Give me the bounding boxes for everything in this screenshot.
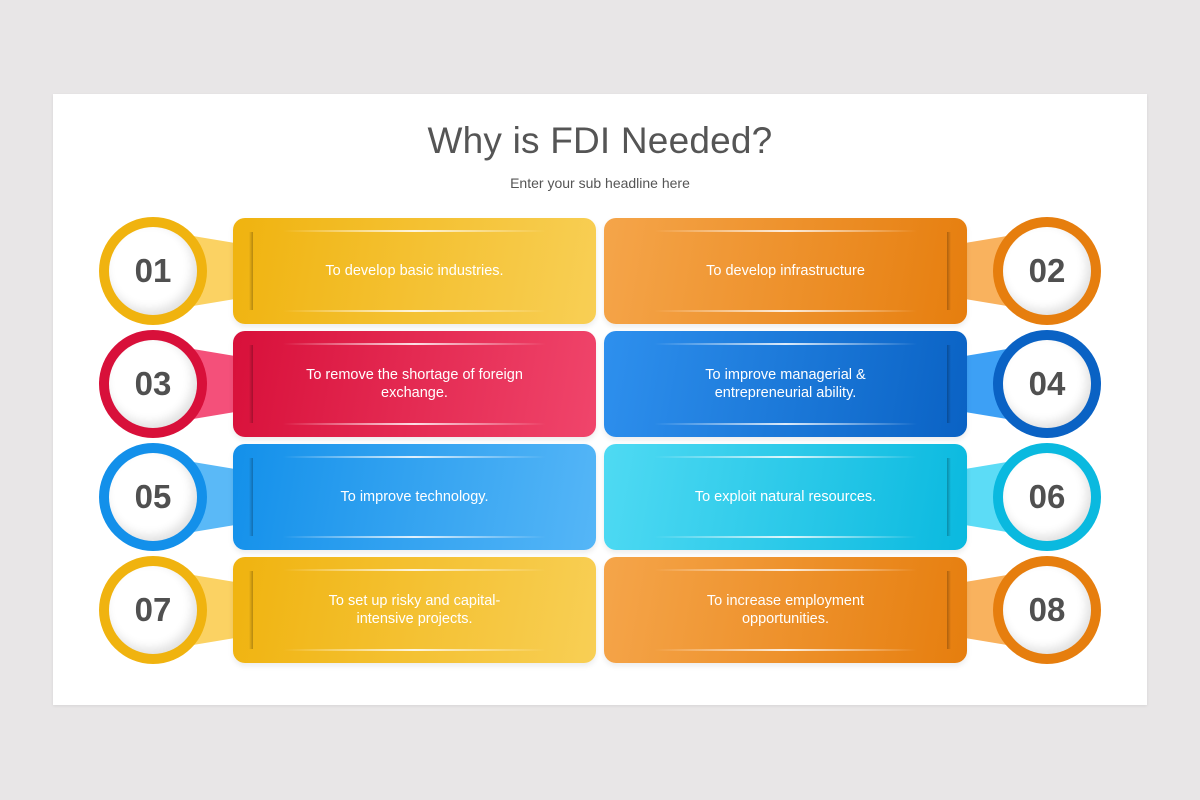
- highlight-line: [283, 569, 546, 571]
- number-label: 06: [1003, 453, 1091, 541]
- reason-item-07: To set up risky and capital-intensive pr…: [53, 556, 1147, 664]
- highlight-line: [654, 536, 917, 538]
- reason-item-06: To exploit natural resources. 06: [53, 443, 1147, 551]
- highlight-line: [654, 310, 917, 312]
- fold-shadow: [947, 345, 967, 423]
- number-label: 01: [109, 227, 197, 315]
- fold-shadow: [947, 232, 967, 310]
- number-badge: 05: [99, 443, 207, 551]
- reason-text: To develop infrastructure: [706, 263, 865, 279]
- number-badge: 08: [993, 556, 1101, 664]
- reason-item-08: To increase employment opportunities. 08: [53, 556, 1147, 664]
- highlight-line: [654, 423, 917, 425]
- fold-shadow: [233, 345, 253, 423]
- reason-card: To set up risky and capital-intensive pr…: [233, 557, 596, 663]
- reason-card: To increase employment opportunities.: [604, 557, 967, 663]
- fold-shadow: [947, 571, 967, 649]
- number-label: 08: [1003, 566, 1091, 654]
- reason-item-03: To remove the shortage of foreign exchan…: [53, 330, 1147, 438]
- fold-shadow: [233, 571, 253, 649]
- slide: Why is FDI Needed? Enter your sub headli…: [53, 94, 1147, 705]
- reason-text: To improve technology.: [340, 489, 489, 505]
- reason-item-01: To develop basic industries. 01: [53, 217, 1147, 325]
- reason-card: To improve managerial & entrepreneurial …: [604, 331, 967, 437]
- fold-shadow: [947, 458, 967, 536]
- number-badge: 04: [993, 330, 1101, 438]
- number-badge: 01: [99, 217, 207, 325]
- highlight-line: [654, 343, 917, 345]
- number-label: 03: [109, 340, 197, 428]
- highlight-line: [283, 649, 546, 651]
- number-label: 07: [109, 566, 197, 654]
- reason-text: To set up risky and capital-intensive pr…: [328, 593, 501, 627]
- reason-text: To exploit natural resources.: [694, 489, 877, 505]
- number-badge: 06: [993, 443, 1101, 551]
- highlight-line: [654, 649, 917, 651]
- slide-subtitle: Enter your sub headline here: [510, 175, 690, 191]
- reason-card: To develop basic industries.: [233, 218, 596, 324]
- highlight-line: [283, 343, 546, 345]
- number-badge: 07: [99, 556, 207, 664]
- reason-card: To improve technology.: [233, 444, 596, 550]
- number-badge: 02: [993, 217, 1101, 325]
- number-badge: 03: [99, 330, 207, 438]
- reason-text: To remove the shortage of foreign exchan…: [306, 367, 523, 401]
- reason-card: To exploit natural resources.: [604, 444, 967, 550]
- highlight-line: [654, 569, 917, 571]
- slide-title: Why is FDI Needed?: [427, 120, 773, 161]
- highlight-line: [283, 456, 546, 458]
- number-label: 05: [109, 453, 197, 541]
- reason-card: To remove the shortage of foreign exchan…: [233, 331, 596, 437]
- highlight-line: [283, 423, 546, 425]
- highlight-line: [654, 230, 917, 232]
- reason-item-02: To develop infrastructure 02: [53, 217, 1147, 325]
- reason-text: To improve managerial & entrepreneurial …: [705, 367, 866, 401]
- highlight-line: [283, 536, 546, 538]
- reason-card: To develop infrastructure: [604, 218, 967, 324]
- fold-shadow: [233, 458, 253, 536]
- reason-item-05: To improve technology. 05: [53, 443, 1147, 551]
- reason-text: To increase employment opportunities.: [706, 593, 865, 627]
- number-label: 04: [1003, 340, 1091, 428]
- highlight-line: [283, 310, 546, 312]
- highlight-line: [654, 456, 917, 458]
- reason-text: To develop basic industries.: [325, 263, 504, 279]
- highlight-line: [283, 230, 546, 232]
- reason-item-04: To improve managerial & entrepreneurial …: [53, 330, 1147, 438]
- fold-shadow: [233, 232, 253, 310]
- number-label: 02: [1003, 227, 1091, 315]
